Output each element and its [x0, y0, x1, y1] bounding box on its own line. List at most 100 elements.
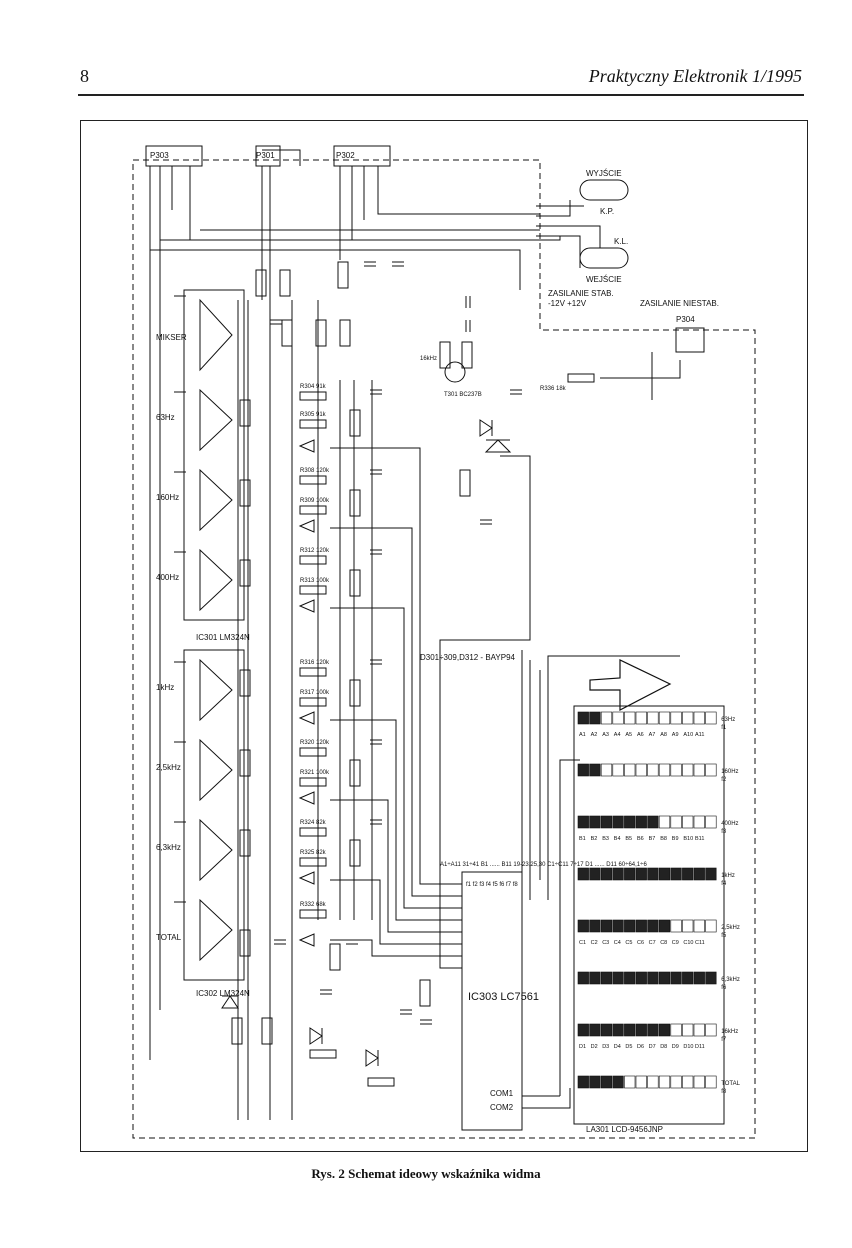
lcd-segment	[658, 1075, 671, 1089]
lcd-row-f: f6	[721, 985, 727, 991]
filter-label-1khz: 1kHz	[156, 683, 174, 692]
lcd-cell-label: A5	[625, 732, 632, 738]
lcd-segment	[658, 711, 671, 725]
ic303-box	[461, 871, 523, 1131]
filter-1khz-ra: R316 120k	[300, 660, 330, 666]
lcd-row-freq: 63Hz	[721, 717, 735, 723]
ic303-pin-map: A1÷A11 31÷41 B1 ...... B11 19-23,25,30 C…	[440, 862, 647, 868]
lcd-segment	[682, 1023, 694, 1037]
connector-p304	[675, 327, 705, 353]
socket-in	[579, 247, 629, 269]
lcd-cell-label: A7	[649, 732, 656, 738]
ic301-box	[183, 289, 245, 621]
lcd-segment	[647, 763, 659, 777]
lcd-segment	[577, 867, 589, 881]
header-divider	[78, 94, 804, 96]
lcd-segment	[647, 711, 659, 725]
ic303-inputs: f1 f2 f3 f4 f5 f6 f7 f8	[466, 882, 518, 888]
opamp-1khz	[199, 658, 233, 722]
lcd-segment	[612, 867, 624, 881]
lcd-segment	[670, 1023, 682, 1037]
lcd-row-f: f8	[721, 1089, 727, 1095]
kl-label: K.L.	[614, 237, 628, 246]
lcd-segment	[670, 867, 682, 881]
lcd-cell-label: A2	[591, 732, 598, 738]
lcd-cell-label: D9	[672, 1044, 679, 1050]
lcd-segment	[670, 1075, 682, 1089]
ic303-label: IC303 LC7561	[468, 991, 539, 1003]
lcd-segment	[624, 763, 636, 777]
lcd-segment	[589, 867, 601, 881]
opamp-total	[199, 898, 233, 962]
total-r332: R332 68k	[300, 902, 327, 908]
kp-label: K.P.	[600, 207, 614, 216]
diode-group	[221, 419, 512, 1067]
filter-1khz-rb: R317 100k	[300, 690, 330, 696]
lcd-cell-label: C7	[649, 940, 656, 946]
filter-400hz-ra: R312 120k	[300, 548, 330, 554]
lcd-segment	[612, 919, 624, 933]
lcd-cell-label: D10	[683, 1044, 693, 1050]
lcd-segment	[589, 971, 601, 985]
lcd-segment	[647, 971, 659, 985]
connector-p303	[145, 145, 203, 167]
lcd-cell-label: C6	[637, 940, 644, 946]
lcd-segment	[705, 815, 717, 829]
lcd-segment	[658, 815, 671, 829]
lcd-segment	[670, 763, 682, 777]
lcd-segment	[624, 1023, 636, 1037]
connector-p301	[255, 145, 281, 167]
lcd-segment	[600, 1023, 613, 1037]
diodes-note: D301÷309,D312 - BAYP94	[420, 653, 516, 662]
lcd-segment	[600, 919, 613, 933]
ic302-label: IC302 LM324N	[196, 989, 250, 998]
filter-63hz-parts: R304 91k	[300, 384, 327, 390]
schematic-wiring	[132, 145, 756, 1139]
r336-label: R336 18k	[540, 386, 567, 392]
opamp-160hz	[199, 468, 233, 532]
pcb-outline	[132, 159, 756, 1139]
opamp-6k3hz	[199, 818, 233, 882]
lcd-segment	[589, 1023, 601, 1037]
lcd-segment	[705, 763, 717, 777]
lcd-cell-label: A1	[579, 732, 586, 738]
lcd-cell-label: B8	[660, 836, 667, 842]
lcd-segment	[577, 763, 589, 777]
lcd-cell-label: A10	[683, 732, 693, 738]
opamp-mixer	[199, 298, 233, 372]
lcd-cell-label: D4	[614, 1044, 621, 1050]
ic301-label: IC301 LM324N	[196, 633, 250, 642]
lcd-cell-label: C5	[625, 940, 632, 946]
lcd-segment	[577, 711, 589, 725]
lcd-cell-label: D11	[695, 1044, 705, 1050]
filter-label-400hz: 400Hz	[156, 573, 179, 582]
transistor-t301	[444, 361, 466, 383]
lcd-segment	[658, 763, 671, 777]
lcd-row-freq: TOTAL	[721, 1081, 740, 1087]
lcd-segment	[693, 711, 705, 725]
lcd-row-f: f2	[721, 777, 727, 783]
lcd-cell-label: C10	[683, 940, 693, 946]
lcd-segment	[693, 1075, 705, 1089]
lcd-segment	[589, 815, 601, 829]
lcd-segment	[682, 815, 694, 829]
lcd-segment	[670, 815, 682, 829]
lcd-segment	[577, 971, 589, 985]
lcd-segment	[693, 763, 705, 777]
lcd-segment	[612, 815, 624, 829]
lcd-cell-label: B4	[614, 836, 621, 842]
connector-p302	[333, 145, 391, 167]
osc-16khz-label: 16kHz	[420, 356, 437, 362]
lcd-segment	[635, 1023, 647, 1037]
lcd-cell-label: A8	[660, 732, 667, 738]
socket-in-label: WEJŚCIE	[586, 275, 622, 284]
lcd-row-freq: 160Hz	[721, 769, 738, 775]
lcd-segment	[612, 711, 624, 725]
lcd-segment	[682, 1075, 694, 1089]
filter-label-6k3hz: 6,3kHz	[156, 843, 181, 852]
lcd-segment	[658, 919, 671, 933]
filter-6k3hz-rb: R325 82k	[300, 850, 327, 856]
filter-160hz-ra: R308 120k	[300, 468, 330, 474]
